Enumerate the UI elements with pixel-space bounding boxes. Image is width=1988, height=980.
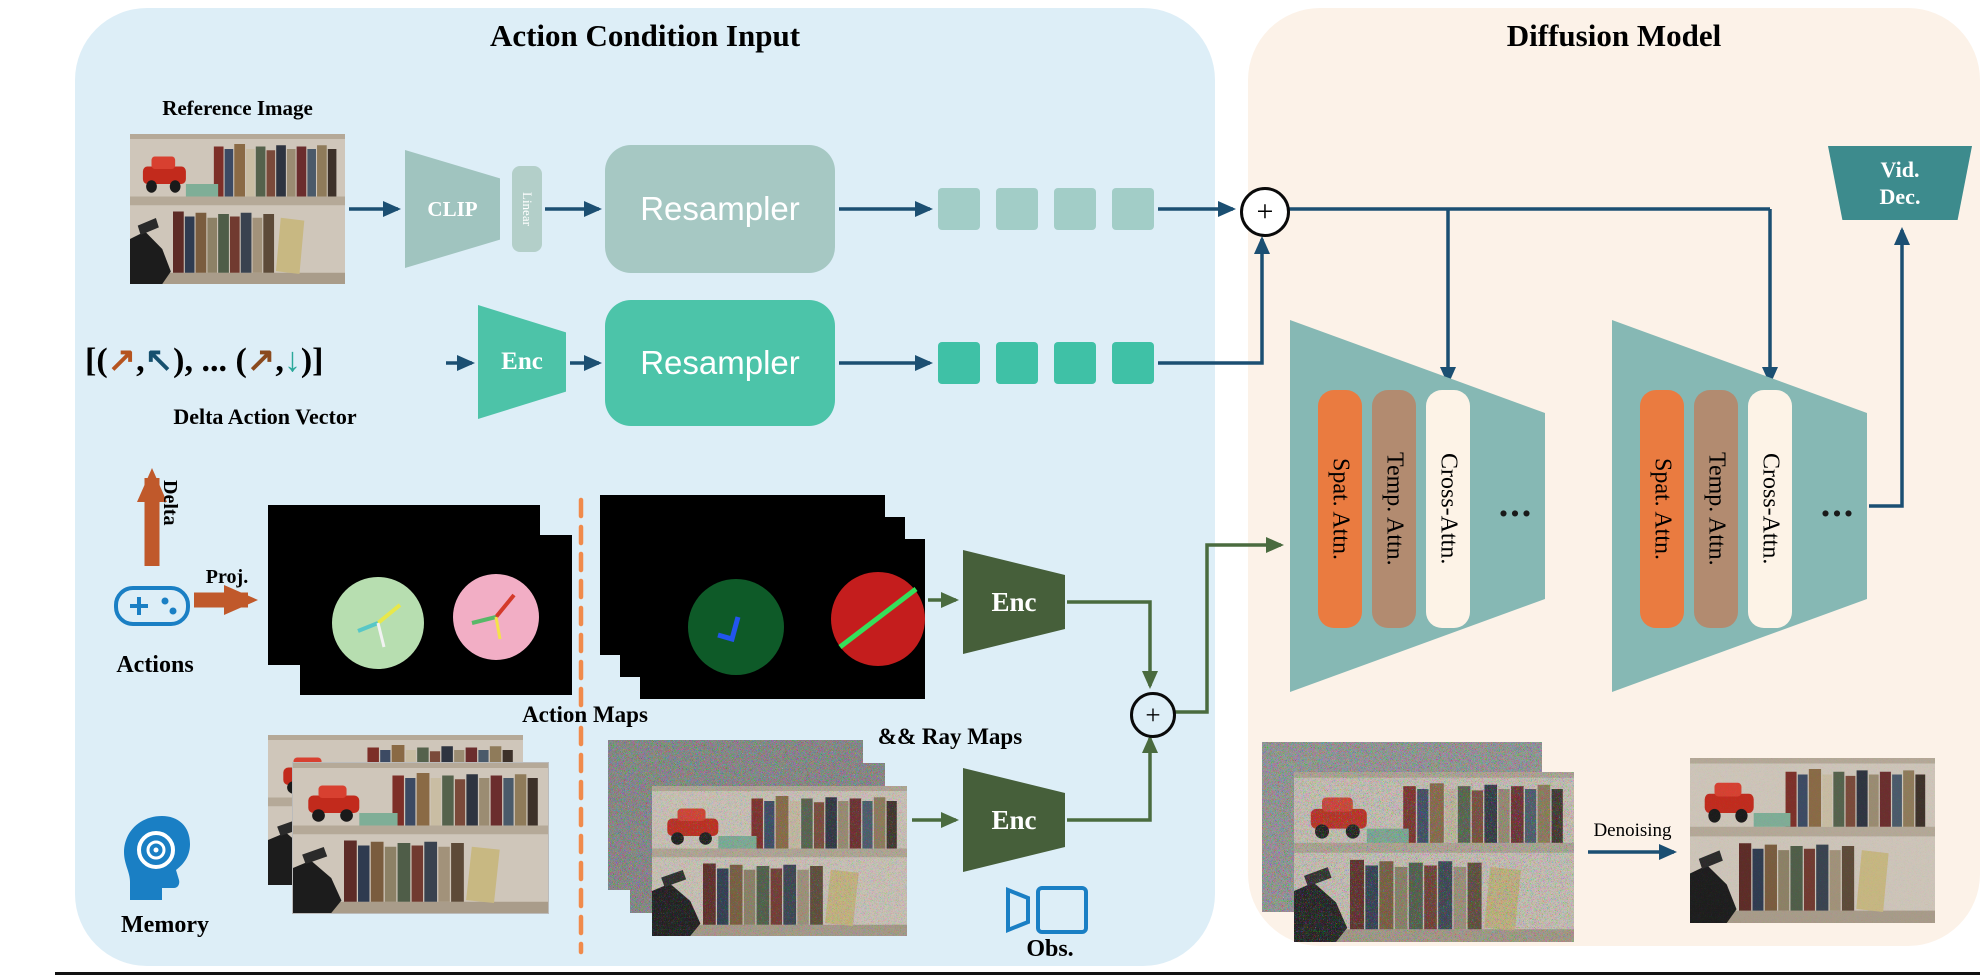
ray-map-art xyxy=(688,572,925,675)
cross-attn-label-2: Cross-Attn. xyxy=(1757,453,1784,565)
token xyxy=(1054,342,1096,384)
token xyxy=(1054,188,1096,230)
delta-action-vector-expression: [(↗,↖), ... (↗,↓)] xyxy=(85,340,323,380)
spat-attn-bar-2: Spat. Attn. xyxy=(1640,390,1684,628)
action-map-frame-front xyxy=(300,535,572,695)
obs-camera-icon xyxy=(1006,886,1088,934)
dv-close: )] xyxy=(300,342,324,379)
temp-attn-bar-1: Temp. Attn. xyxy=(1372,390,1416,628)
video-decoder: Vid. Dec. xyxy=(1828,146,1972,220)
dv-open: [( xyxy=(85,342,108,379)
spat-attn-bar-1: Spat. Attn. xyxy=(1318,390,1362,628)
reference-image xyxy=(130,134,345,284)
enc-action-label: Enc xyxy=(501,348,543,375)
actions-label: Actions xyxy=(116,652,194,678)
left-panel-title: Action Condition Input xyxy=(489,18,801,53)
ray-map-frame-front xyxy=(640,539,925,699)
proj-label: Proj. xyxy=(205,566,249,588)
obs-label: Obs. xyxy=(1026,936,1074,962)
diffusion-noisy-frame-front xyxy=(1294,772,1574,942)
temp-attn-bar-2: Temp. Attn. xyxy=(1694,390,1738,628)
bottom-rule xyxy=(55,972,1980,975)
temp-attn-label-2: Temp. Attn. xyxy=(1703,452,1730,566)
token xyxy=(996,342,1038,384)
token xyxy=(938,188,980,230)
clip-label: CLIP xyxy=(427,196,478,221)
ray-maps-label: && Ray Maps xyxy=(877,724,1023,749)
noisy-bookshelf-art xyxy=(1294,772,1574,942)
memory-label: Memory xyxy=(121,912,209,938)
temp-attn-label-1: Temp. Attn. xyxy=(1381,452,1408,566)
bookshelf-photo-art xyxy=(130,134,345,284)
plus-combine-tokens: + xyxy=(1240,187,1290,237)
bookshelf-photo-art xyxy=(293,763,548,913)
token xyxy=(1112,342,1154,384)
bookshelf-photo-art xyxy=(1690,758,1935,923)
unet-ellipsis-1: ... xyxy=(1498,483,1534,525)
linear-label: Linear xyxy=(520,192,535,226)
gamepad-icon xyxy=(114,586,190,626)
resampler-bottom: Resampler xyxy=(605,300,835,426)
dv-middle: ), ... ( xyxy=(173,342,247,379)
dv-arrow3: ↗ xyxy=(246,342,276,379)
delta-action-vector-label: Delta Action Vector xyxy=(173,404,357,429)
resampler-top-label: Resampler xyxy=(640,190,800,227)
enc-maps-label: Enc xyxy=(991,586,1037,617)
cross-attn-bar-2: Cross-Attn. xyxy=(1748,390,1792,628)
denoising-label: Denoising xyxy=(1593,820,1672,841)
enc-memory-label: Enc xyxy=(991,804,1037,835)
dv-comma2: , xyxy=(275,342,284,379)
cross-attn-label-1: Cross-Attn. xyxy=(1435,453,1462,565)
vid-dec-line2: Dec. xyxy=(1879,184,1921,209)
spat-attn-label-2: Spat. Attn. xyxy=(1649,457,1676,560)
action-maps-label: Action Maps xyxy=(522,702,648,727)
token xyxy=(938,342,980,384)
right-panel-title: Diffusion Model xyxy=(1506,18,1722,53)
reference-image-label: Reference Image xyxy=(162,96,313,120)
denoised-image xyxy=(1690,758,1935,923)
dv-arrow2: ↖ xyxy=(144,342,174,379)
noisy-bookshelf-art xyxy=(652,786,907,936)
vid-dec-line1: Vid. xyxy=(1880,156,1920,182)
dv-arrow4: ↓ xyxy=(283,342,301,379)
cross-attn-bar-1: Cross-Attn. xyxy=(1426,390,1470,628)
resampler-top: Resampler xyxy=(605,145,835,273)
dv-comma1: , xyxy=(136,342,145,379)
memory-photo-front xyxy=(292,762,549,914)
linear-projection: Linear xyxy=(512,166,542,252)
noisy-frame-front xyxy=(652,786,907,936)
token xyxy=(996,188,1038,230)
token xyxy=(1112,188,1154,230)
delta-label: Delta xyxy=(159,480,181,526)
plus-combine-maps: + xyxy=(1130,692,1176,738)
resampler-bottom-label: Resampler xyxy=(640,344,800,381)
dv-arrow1: ↗ xyxy=(107,342,137,379)
unet-ellipsis-2: ... xyxy=(1820,483,1856,525)
action-map-art xyxy=(332,574,539,669)
memory-icon xyxy=(124,816,190,900)
spat-attn-label-1: Spat. Attn. xyxy=(1327,457,1354,560)
